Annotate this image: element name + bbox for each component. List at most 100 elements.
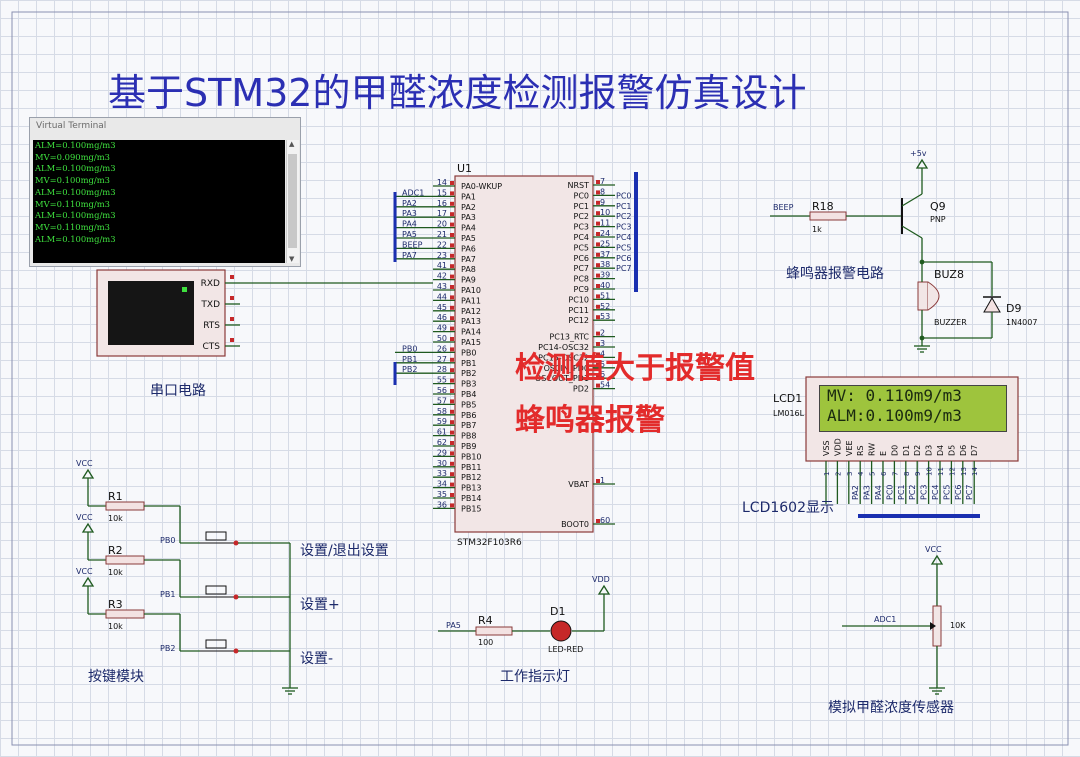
- diode-type: 1N4007: [1006, 318, 1037, 327]
- mcu-pin-number: 16: [437, 199, 447, 208]
- key-switch-contact: [233, 594, 239, 600]
- diode-ref: D9: [1006, 302, 1021, 315]
- mcu-pin-marker: [450, 409, 454, 414]
- terminal-line: ALM=0.100mg/m3: [35, 163, 116, 174]
- mcu-net-label: PC4: [616, 233, 632, 242]
- lcd-pin-number: 1: [823, 472, 831, 476]
- virtual-terminal-window[interactable]: Virtual Terminal ALM=0.100mg/m3 MV=0.090…: [29, 117, 301, 267]
- led-resistor: [475, 626, 513, 636]
- mcu-pin-marker: [450, 243, 454, 248]
- key-resistor-value: 10k: [108, 568, 123, 577]
- mcu-pin-marker: [450, 399, 454, 404]
- key-vcc-label: VCC: [76, 567, 93, 576]
- mcu-pin-name: PD2: [573, 385, 589, 394]
- mcu-pin-marker: [450, 326, 454, 331]
- mcu-pin-marker: [596, 315, 600, 320]
- lcd-pin-name: D4: [936, 445, 945, 456]
- key-resistor: [105, 555, 145, 565]
- mcu-pin-number: 54: [600, 381, 610, 390]
- mcu-net-label: PC0: [616, 191, 632, 200]
- terminal-line: ALM=0.100mg/m3: [35, 186, 116, 197]
- serial-screen: [108, 281, 194, 345]
- mcu-pin-marker: [596, 362, 600, 367]
- mcu-pin-number: 60: [600, 516, 610, 525]
- scroll-down-icon[interactable]: ▼: [289, 255, 295, 263]
- mcu-pin-name: PC1: [574, 202, 590, 211]
- mcu-pin-marker: [450, 201, 454, 206]
- lcd-pin-number: 14: [971, 467, 979, 476]
- terminal-output: ALM=0.100mg/m3 MV=0.090mg/m3 ALM=0.100mg…: [33, 140, 285, 263]
- mcu-pin-number: 7: [600, 177, 605, 186]
- mcu-net-label: PA7: [402, 251, 417, 260]
- mcu-pin-number: 44: [437, 292, 447, 301]
- mcu-net-label: PA5: [402, 230, 417, 239]
- led-icon: [550, 620, 572, 642]
- lcd-net-label: PA2: [851, 485, 860, 500]
- mcu-pin-name: PB2: [461, 369, 476, 378]
- led-vdd-label: VDD: [592, 575, 610, 584]
- mcu-pin-marker: [596, 242, 600, 247]
- mcu-pin-name: PA8: [461, 265, 476, 274]
- mcu-net-label: PC2: [616, 212, 632, 221]
- mcu-pin-marker: [450, 441, 454, 445]
- mcu-pin-name: VBAT: [568, 480, 589, 489]
- mcu-pin-marker: [450, 420, 454, 425]
- mcu-pin-number: 15: [437, 188, 447, 197]
- mcu-pin-number: 38: [600, 260, 610, 269]
- serial-pin-name: RXD: [201, 279, 220, 289]
- sensor-value: 10K: [950, 621, 966, 630]
- mcu-pin-number: 22: [437, 240, 447, 249]
- lcd-pin-number: 9: [914, 472, 922, 476]
- transistor-type: PNP: [930, 215, 946, 224]
- lcd-net-label: PC6: [954, 485, 963, 501]
- mcu-pin-name: PB14: [461, 494, 482, 503]
- mcu-pin-number: 35: [437, 490, 447, 499]
- mcu-pin-number: 57: [437, 396, 447, 405]
- buzzer-type: BUZZER: [934, 318, 967, 327]
- lcd-pin-name: RW: [868, 443, 877, 456]
- mcu-pin-marker: [450, 493, 454, 497]
- terminal-line: MV=0.110mg/m3: [35, 198, 111, 209]
- mcu-pin-marker: [450, 357, 454, 362]
- mcu-pin-number: 62: [437, 438, 447, 447]
- lcd-label: LCD1602显示: [742, 500, 834, 516]
- mcu-pin-number: 53: [600, 312, 610, 321]
- key-label: 设置/退出设置: [300, 543, 389, 559]
- mcu-pin-number: 40: [600, 281, 610, 290]
- led-ref: D1: [550, 605, 565, 618]
- terminal-line: ALM=0.100mg/m3: [35, 233, 116, 244]
- mcu-pin-name: PA1: [461, 192, 476, 201]
- mcu-pin-marker: [450, 191, 454, 196]
- mcu-pin-marker: [596, 190, 600, 195]
- keys-label: 按键模块: [88, 669, 144, 685]
- scroll-thumb[interactable]: [288, 154, 297, 248]
- mcu-pin-number: 49: [437, 324, 447, 333]
- mcu-part: STM32F103R6: [457, 538, 522, 548]
- mcu-pin-number: 26: [437, 344, 447, 353]
- lcd-pin-name: D3: [925, 445, 934, 456]
- mcu-pin-name: PC2: [574, 212, 590, 221]
- led-resistor-value: 100: [478, 638, 493, 647]
- mcu-net-label: BEEP: [402, 240, 423, 249]
- mcu-pin-name: PA2: [461, 203, 476, 212]
- mcu-pin-number: 50: [437, 334, 447, 343]
- terminal-line: MV=0.110mg/m3: [35, 221, 111, 232]
- lcd-pin-number: 13: [960, 467, 968, 476]
- terminal-scrollbar[interactable]: ▲ ▼: [286, 140, 299, 263]
- mcu-pin-number: 30: [437, 459, 447, 468]
- buzzer-vcc-arrow: [915, 158, 929, 169]
- mcu-pin-name: PA11: [461, 296, 481, 305]
- sensor-net-label: ADC1: [874, 615, 896, 624]
- mcu-pin-name: PB5: [461, 400, 476, 409]
- mcu-pin-name: PC11: [568, 306, 589, 315]
- terminal-line: ALM=0.100mg/m3: [35, 210, 116, 221]
- key-resistor-ref: R1: [108, 490, 123, 503]
- scroll-up-icon[interactable]: ▲: [289, 140, 295, 148]
- key-vcc-arrow: [81, 468, 95, 479]
- mcu-net-label: PC5: [616, 243, 632, 252]
- mcu-pin-name: PC10: [568, 295, 589, 304]
- mcu-pin-number: 51: [600, 291, 610, 300]
- key-vcc-label: VCC: [76, 459, 93, 468]
- terminal-title: Virtual Terminal: [36, 121, 107, 131]
